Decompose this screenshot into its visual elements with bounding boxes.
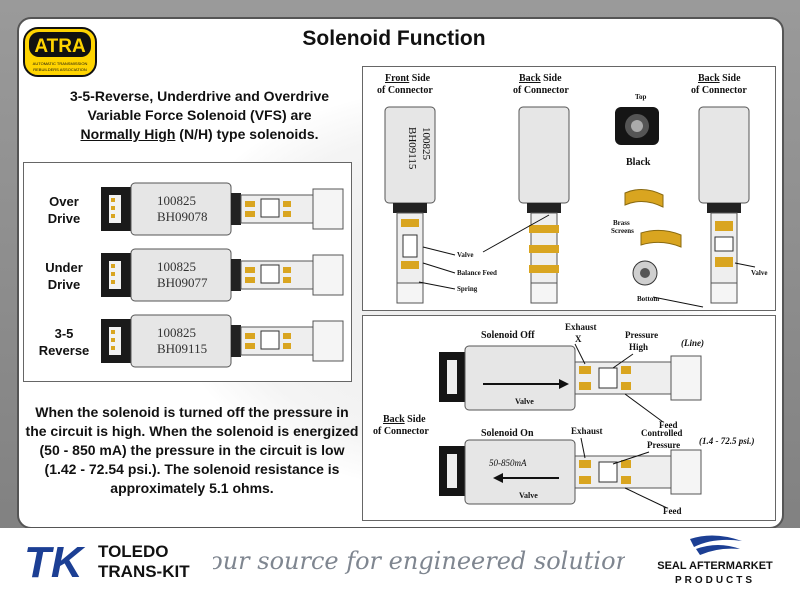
solenoid-list-box: Over Drive Under Drive 3-5 Reverse 10082…	[23, 162, 352, 382]
solenoid-label-ud: Under Drive	[45, 260, 83, 292]
solenoid-illustrations: 100825 BH09078 100825 BH09077	[101, 182, 344, 368]
svg-text:100825: 100825	[157, 325, 196, 340]
exhaust-label-1: Exhaust	[565, 322, 597, 332]
svg-text:of Connector: of Connector	[513, 85, 569, 96]
back-side-label-1: Back	[519, 73, 541, 84]
svg-text:REBUILDERS ASSOCIATION: REBUILDERS ASSOCIATION	[33, 67, 87, 72]
solenoid-operation-panel: Solenoid Off Exhaust X Pressure High (Li…	[362, 315, 776, 521]
svg-text:100825: 100825	[157, 259, 196, 274]
solenoid-od: 100825 BH09078	[101, 182, 344, 236]
exhaust-x-mark: X	[575, 334, 582, 344]
valve-label-2: Valve	[751, 269, 767, 277]
svg-text:BH09078: BH09078	[157, 209, 208, 224]
solenoid-off-label: Solenoid Off	[481, 330, 535, 341]
of-connector-bottom: of Connector	[373, 426, 429, 437]
pressure-range-label: (1.4 - 72.5 psi.)	[699, 436, 755, 446]
svg-text:PRODUCTS: PRODUCTS	[675, 575, 755, 586]
toledo-trans-kit-logo: TK TOLEDO TRANS-KIT	[20, 533, 205, 588]
front-of-connector: of Connector	[377, 85, 433, 96]
current-label: 50-850mA	[489, 458, 527, 468]
logo-subtext: AUTOMATIC TRANSMISSION	[33, 61, 88, 66]
intro-text: 3-5-Reverse, Underdrive and Overdrive Va…	[37, 87, 362, 144]
logo-text: ATRA	[34, 36, 86, 57]
screens-label: Screens	[611, 227, 634, 235]
atra-logo: ATRA AUTOMATIC TRANSMISSION REBUILDERS A…	[23, 27, 97, 77]
valve-label-on: Valve	[519, 491, 538, 500]
svg-text:BH09115: BH09115	[157, 341, 207, 356]
solenoid-on-diagram	[439, 439, 702, 505]
pressure-label: Pressure	[625, 330, 658, 340]
spring-label: Spring	[457, 285, 478, 293]
solenoid-label-od: Over Drive	[47, 194, 81, 226]
solenoid-on-label: Solenoid On	[481, 428, 534, 439]
svg-text:TRANS-KIT: TRANS-KIT	[98, 562, 190, 581]
intro-line-1: 3-5-Reverse, Underdrive and Overdrive	[69, 88, 330, 104]
seal-aftermarket-logo: SEAL AFTERMARKET PRODUCTS	[650, 533, 780, 588]
page-title: Solenoid Function	[302, 27, 486, 50]
slogan-text: your source for engineered solutions	[213, 547, 625, 575]
connector-views-panel: Front Side of Connector Back Side of Con…	[362, 66, 776, 311]
brass-label: Brass	[613, 219, 630, 227]
back-side-label-bottom: Back	[383, 414, 405, 425]
description-text: When the solenoid is turned off the pres…	[25, 404, 359, 496]
solenoid-35r: 100825 BH09115	[101, 314, 344, 368]
high-label: High	[629, 342, 648, 352]
pressure-label-2: Pressure	[647, 440, 680, 450]
slogan-banner: your source for engineered solutions	[194, 535, 643, 585]
feed-label-off: Feed	[659, 420, 678, 430]
intro-line-2: Variable Force Solenoid (VFS) are	[87, 107, 312, 123]
valve-label-off: Valve	[515, 397, 534, 406]
slide: ATRA AUTOMATIC TRANSMISSION REBUILDERS A…	[17, 17, 784, 529]
svg-text:SEAL AFTERMARKET: SEAL AFTERMARKET	[657, 560, 773, 572]
front-side-label: Front	[385, 73, 410, 84]
back-view-solenoid-1	[518, 106, 570, 304]
balance-feed-label: Balance Feed	[457, 269, 497, 277]
bottom-view	[632, 260, 658, 286]
intro-emphasis: Normally High	[80, 126, 176, 142]
black-label: Black	[626, 157, 651, 168]
back-side-label-2: Back	[698, 73, 720, 84]
back-view-solenoid-2	[698, 106, 750, 304]
top-view-black	[615, 107, 659, 145]
svg-text:BH09077: BH09077	[157, 275, 208, 290]
svg-text:TK: TK	[24, 538, 86, 587]
solenoid-ud: 100825 BH09077	[101, 248, 344, 302]
svg-text:Back Side: Back Side	[698, 73, 741, 84]
bottom-label: Bottom	[637, 295, 659, 303]
controlled-label: Controlled	[641, 428, 682, 438]
svg-text:TOLEDO: TOLEDO	[98, 542, 169, 561]
brass-screens	[624, 189, 682, 248]
svg-text:Back Side: Back Side	[383, 414, 426, 425]
solenoid-off-diagram	[439, 345, 702, 411]
svg-text:Back Side: Back Side	[519, 73, 562, 84]
svg-text:100825: 100825	[157, 193, 196, 208]
exhaust-label-2: Exhaust	[571, 426, 603, 436]
solenoid-label-35r: 3-5 Reverse	[38, 326, 90, 358]
svg-text:BH09115: BH09115	[406, 127, 418, 170]
line-label: (Line)	[681, 338, 704, 348]
svg-text:Front Side: Front Side	[385, 73, 431, 84]
svg-text:100825: 100825	[420, 127, 432, 161]
valve-label: Valve	[457, 251, 473, 259]
svg-text:of Connector: of Connector	[691, 85, 747, 96]
front-view-solenoid: 100825 BH09115	[384, 106, 436, 304]
feed-label-on: Feed	[663, 506, 682, 516]
intro-tail: (N/H) type solenoids.	[175, 126, 319, 142]
intro-line-3: Normally High (N/H) type solenoids.	[37, 125, 362, 144]
top-label: Top	[635, 93, 647, 101]
